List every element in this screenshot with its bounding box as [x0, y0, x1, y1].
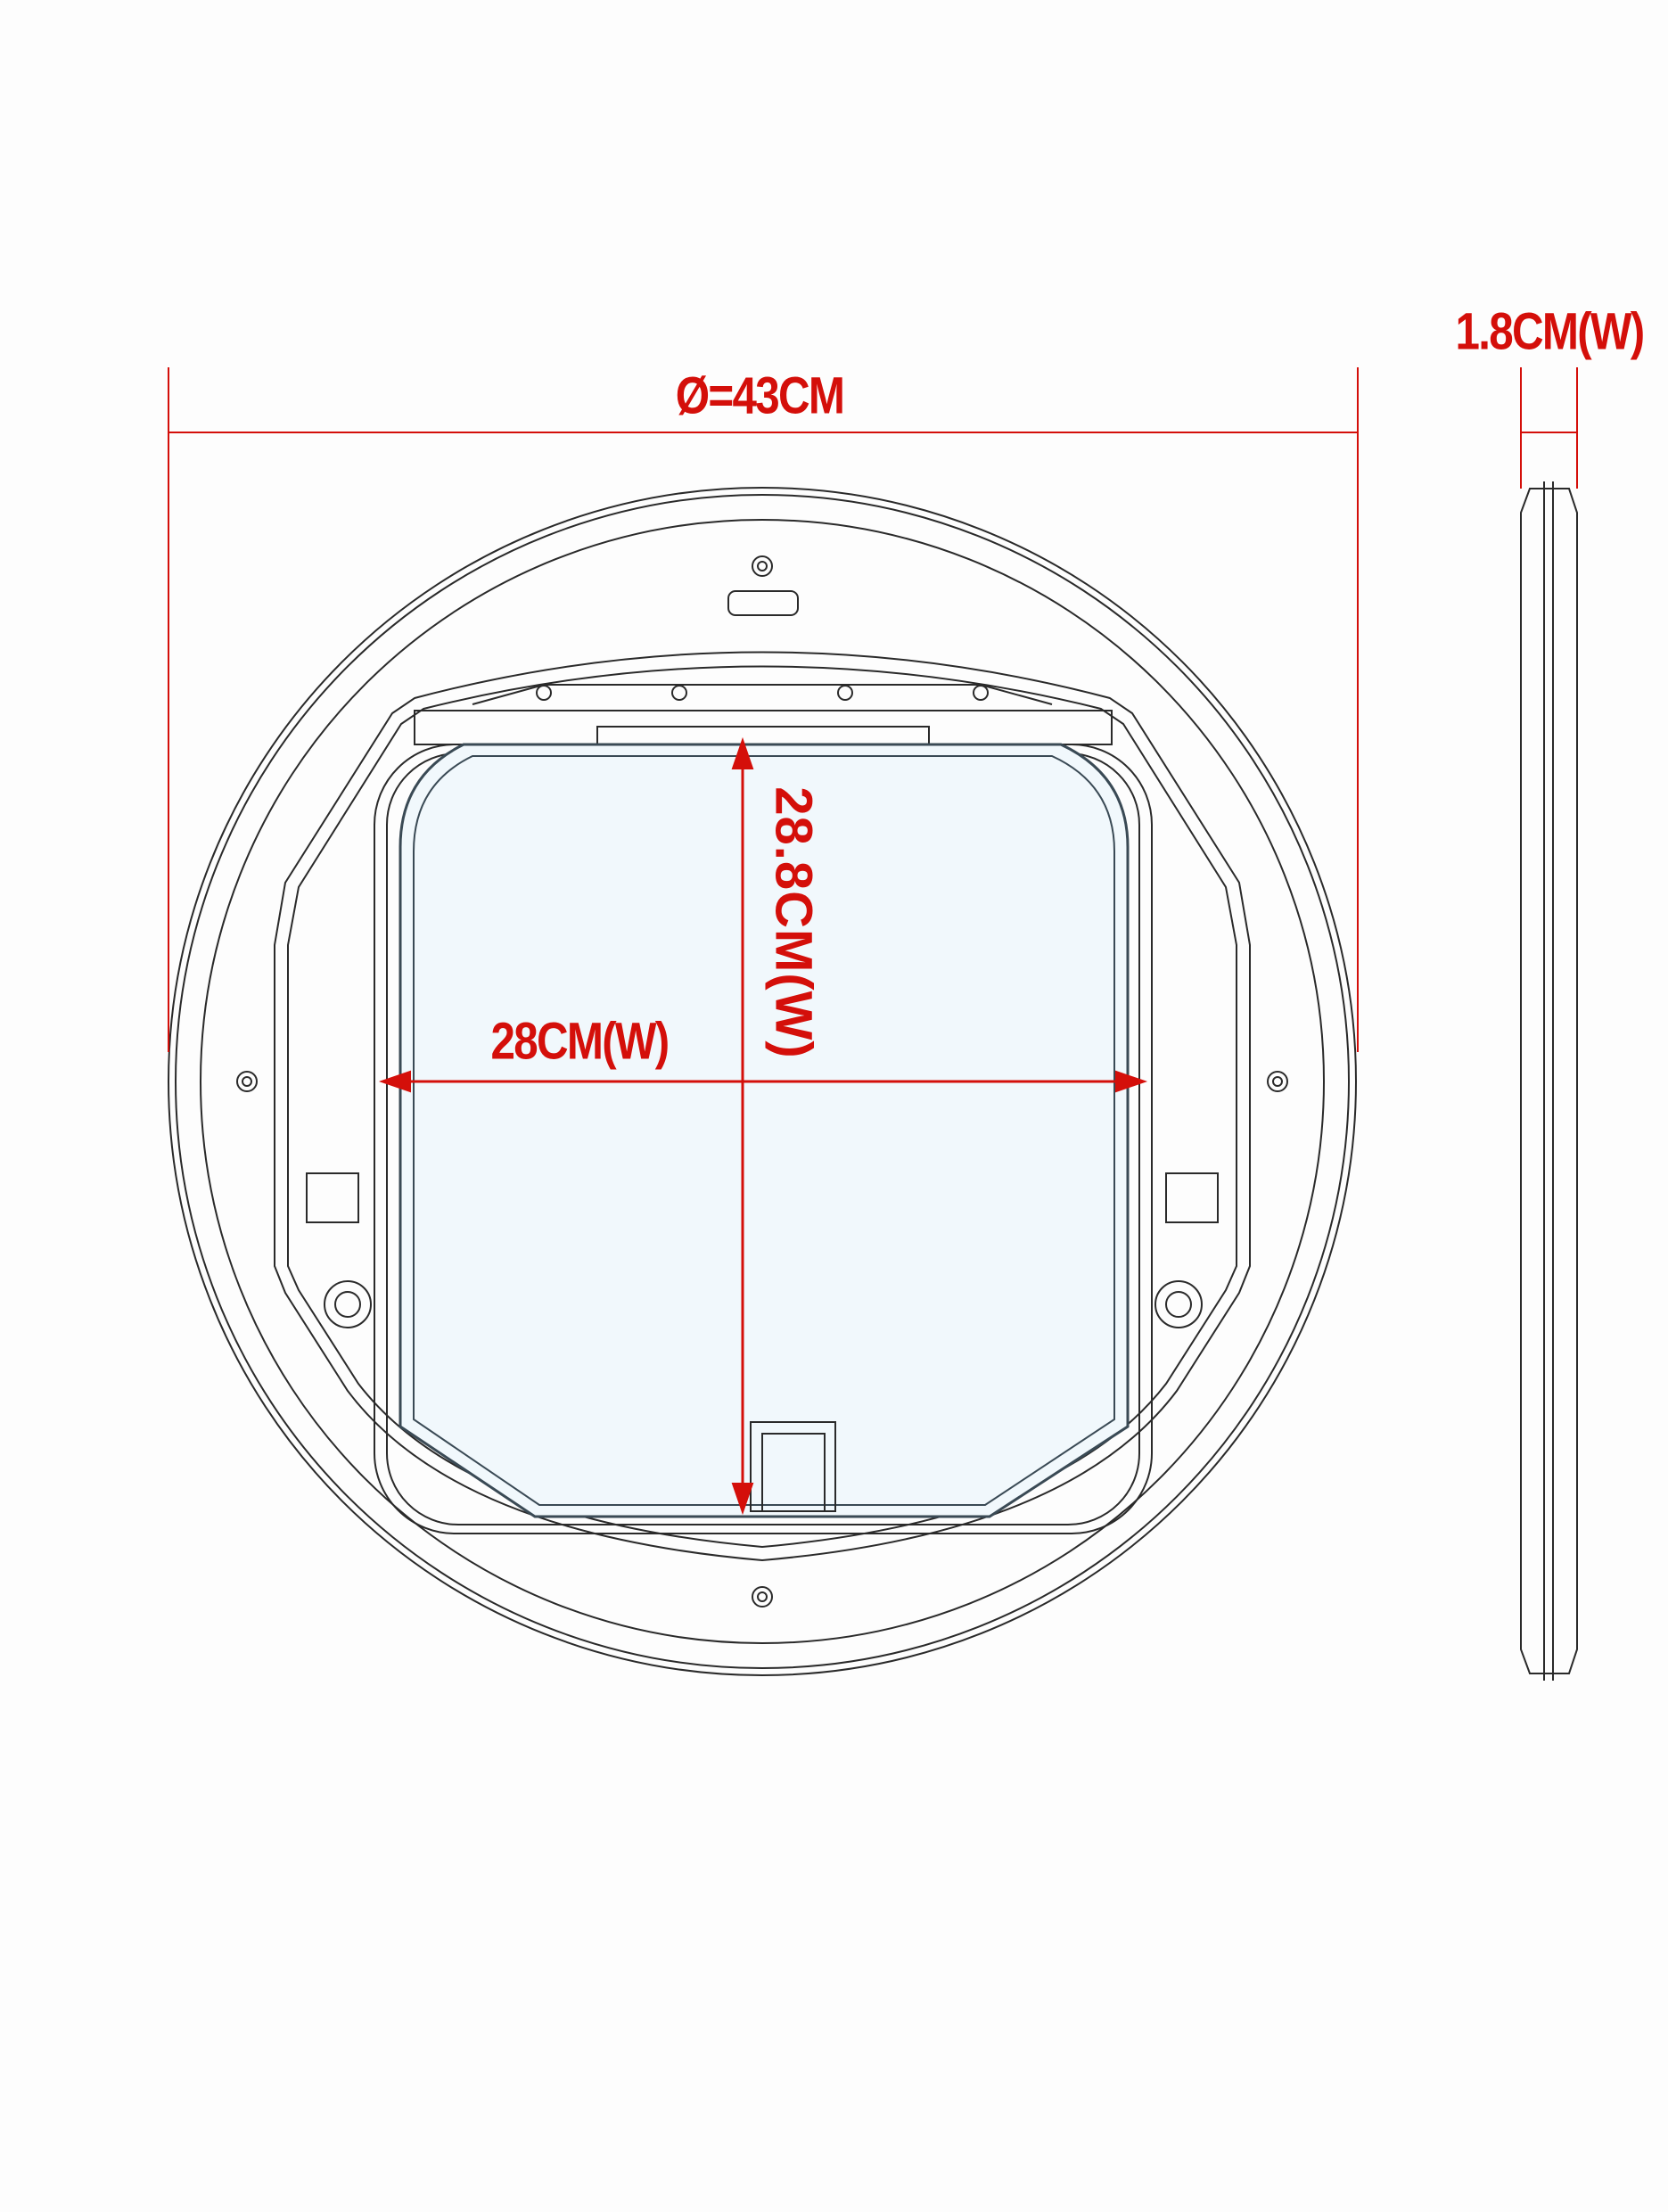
diameter-label: Ø=43CM — [675, 366, 845, 425]
flap-height-label: 28.8CM(W) — [764, 786, 823, 1059]
flap-window — [399, 743, 1130, 1518]
screw-holes — [236, 555, 1288, 1608]
dimension-lines — [168, 367, 1578, 1516]
flap-width-label: 28CM(W) — [490, 1012, 670, 1071]
top-slot — [727, 590, 799, 616]
door-side-view — [1520, 481, 1578, 1681]
side-clips — [306, 1172, 1219, 1328]
thickness-label: 1.8CM(W) — [1455, 302, 1646, 361]
